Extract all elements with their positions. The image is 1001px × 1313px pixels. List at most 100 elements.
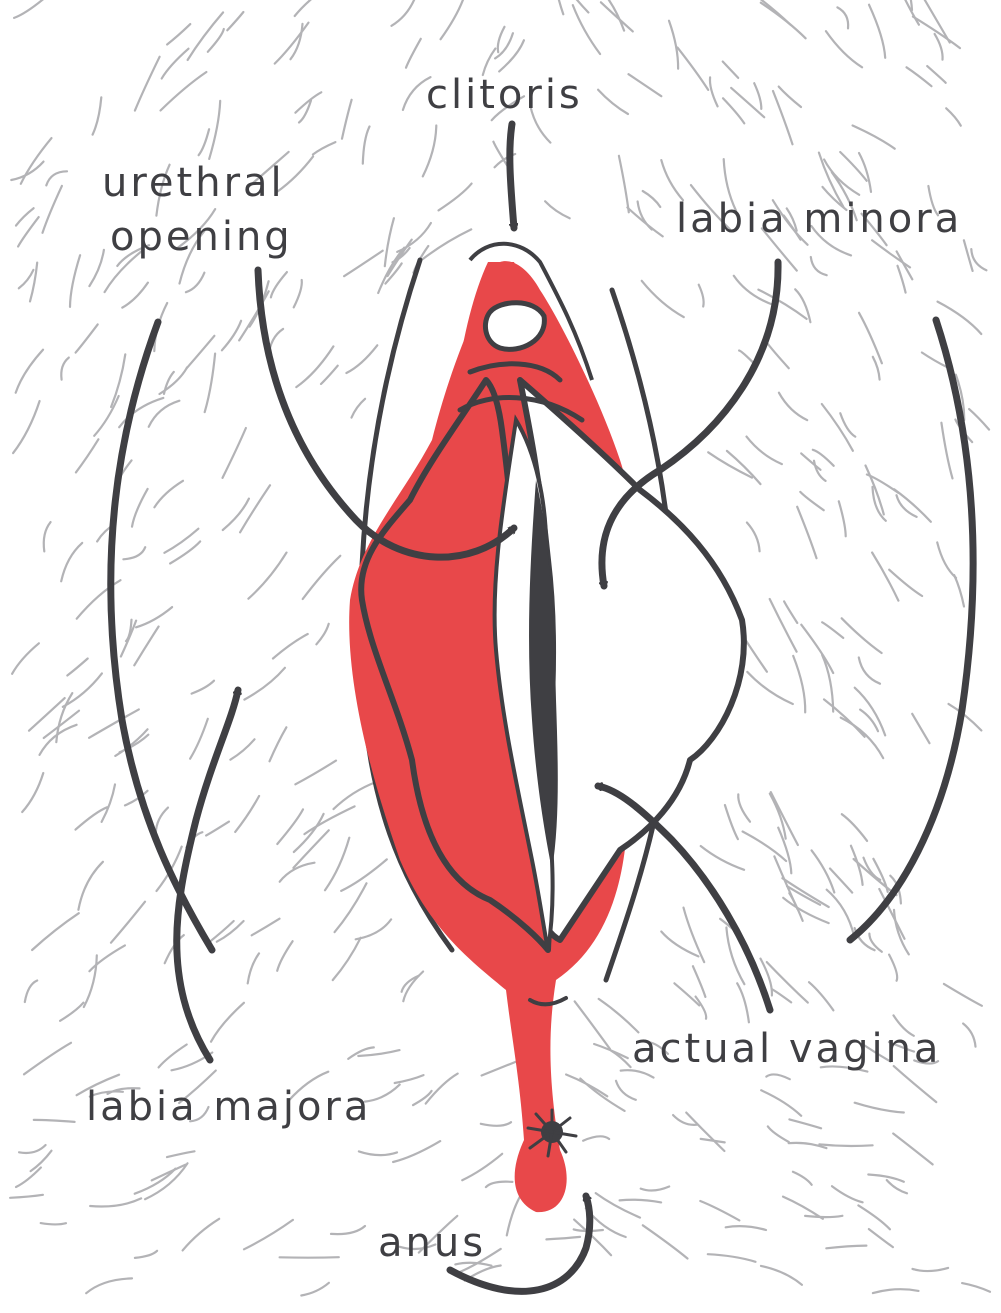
hair-stroke — [296, 346, 333, 387]
hair-stroke — [30, 263, 37, 302]
hair-stroke — [747, 437, 782, 465]
hair-stroke — [954, 575, 964, 606]
hair-stroke — [789, 1119, 821, 1128]
label-labia-minora: labia minora — [676, 196, 962, 242]
hair-stroke — [270, 727, 287, 761]
hair-stroke — [745, 0, 791, 25]
hair-stroke — [642, 281, 684, 317]
hair-stroke — [462, 1154, 502, 1180]
hair-stroke — [223, 428, 246, 478]
hair-stroke — [813, 450, 834, 466]
hair-stroke — [971, 249, 986, 270]
hair-stroke — [734, 276, 775, 306]
clitoral-hood — [485, 303, 544, 350]
hair-stroke — [873, 357, 880, 380]
hair-stroke — [393, 1141, 440, 1162]
hair-stroke — [779, 393, 807, 420]
hair-stroke — [859, 313, 882, 364]
label-urethral: urethral — [102, 160, 285, 206]
hair-stroke — [43, 186, 62, 233]
hair-stroke — [63, 673, 102, 706]
hair-stroke — [149, 401, 180, 427]
hair-stroke — [358, 1050, 399, 1056]
hair-stroke — [335, 883, 367, 932]
hair-stroke — [61, 358, 69, 380]
hair-stroke — [937, 542, 956, 578]
hair-stroke — [154, 481, 183, 508]
hair-stroke — [573, 5, 600, 54]
hair-stroke — [21, 138, 52, 184]
hair-stroke — [761, 1090, 801, 1116]
hair-stroke — [13, 401, 39, 453]
hair-stroke — [619, 156, 629, 213]
hair-stroke — [294, 280, 302, 307]
hair-stroke — [12, 643, 39, 674]
hair-stroke — [783, 898, 829, 923]
hair-stroke — [16, 350, 43, 393]
hair-stroke — [84, 955, 97, 1007]
hair-stroke — [167, 24, 190, 44]
hair-stroke — [164, 372, 174, 394]
hair-stroke — [34, 1120, 75, 1122]
hair-stroke — [565, 0, 589, 13]
hair-stroke — [811, 257, 827, 275]
hair-stroke — [814, 461, 826, 481]
hair-stroke — [873, 487, 886, 521]
hair-stroke — [134, 627, 158, 666]
label-actual-vagina: actual vagina — [632, 1026, 941, 1072]
hair-stroke — [907, 67, 932, 86]
label-anus: anus — [378, 1220, 486, 1266]
hair-stroke — [162, 49, 189, 79]
hair-stroke — [199, 129, 210, 155]
hair-stroke — [209, 101, 220, 159]
hair-stroke — [812, 850, 835, 892]
hair-stroke — [22, 773, 43, 812]
hair-stroke — [801, 453, 820, 469]
hair-stroke — [927, 66, 946, 83]
hair-stroke — [123, 547, 145, 559]
hair-stroke — [826, 31, 862, 67]
hair-stroke — [60, 1003, 83, 1021]
hair-stroke — [230, 739, 254, 759]
hair-stroke — [643, 1225, 688, 1258]
hair-stroke — [893, 0, 919, 25]
hair-stroke — [342, 100, 352, 139]
hair-stroke — [822, 622, 843, 638]
clitoris-arrow — [510, 124, 514, 228]
hair-stroke — [597, 0, 624, 31]
hair-stroke — [388, 240, 412, 276]
hair-stroke — [222, 321, 241, 351]
hair-stroke — [498, 27, 505, 52]
hair-stroke — [303, 556, 341, 599]
hair-stroke — [708, 1254, 756, 1262]
hair-stroke — [767, 962, 808, 1003]
hair-stroke — [723, 62, 739, 78]
hair-stroke — [211, 1003, 244, 1042]
hair-stroke — [686, 1113, 724, 1151]
hair-stroke — [295, 761, 336, 785]
labia-majora-right-outline — [850, 320, 973, 940]
hair-stroke — [481, 1122, 511, 1126]
hair-stroke — [413, 1091, 432, 1105]
hair-stroke — [708, 452, 752, 477]
hair-stroke — [248, 953, 259, 983]
hair-stroke — [111, 902, 145, 943]
hair-stroke — [19, 1145, 45, 1153]
hair-stroke — [280, 863, 315, 882]
hair-stroke — [486, 1182, 513, 1187]
hair-stroke — [754, 83, 761, 109]
hair-stroke — [598, 90, 628, 114]
hair-stroke — [16, 1168, 41, 1188]
hair-stroke — [575, 1001, 610, 1049]
hair-stroke — [208, 29, 224, 52]
hair-stroke — [737, 983, 749, 1022]
hair-stroke — [699, 285, 704, 307]
hair-stroke — [832, 1186, 863, 1202]
hair-stroke — [227, 12, 243, 30]
hair-stroke — [135, 1251, 157, 1258]
hair-stroke — [855, 1103, 904, 1113]
hair-stroke — [674, 983, 699, 1005]
hair-stroke — [839, 501, 846, 536]
hair-stroke — [70, 255, 80, 307]
hair-stroke — [122, 283, 148, 308]
